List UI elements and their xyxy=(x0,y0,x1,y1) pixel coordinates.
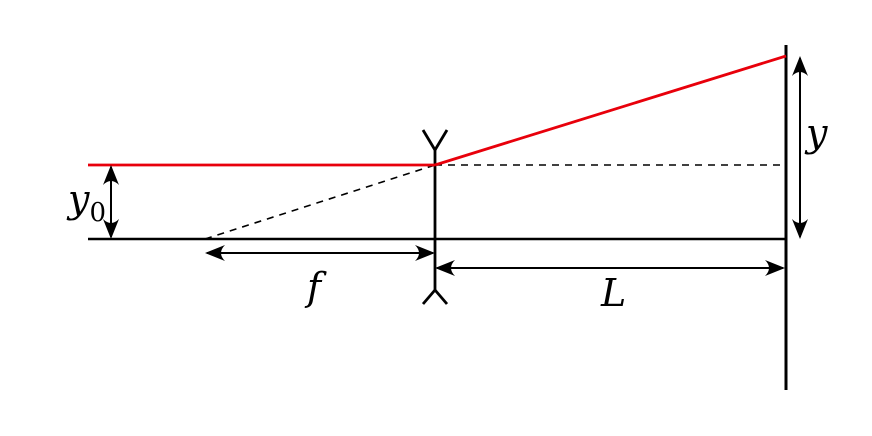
virtual-ray-extension xyxy=(204,164,436,240)
f-label: f xyxy=(304,265,327,309)
refracted-ray xyxy=(434,54,787,167)
y0-label-main: y xyxy=(66,177,90,221)
lens-top-left-tip xyxy=(421,129,437,151)
L-label: L xyxy=(600,271,626,315)
y0-label: y0 xyxy=(66,177,106,228)
lens-top-right-tip xyxy=(433,129,449,151)
y-label: y xyxy=(804,111,828,155)
diverging-lens xyxy=(421,129,449,305)
lens-bottom-left-tip xyxy=(421,289,437,305)
y0-label-sub: 0 xyxy=(89,198,106,228)
lens-bottom-right-tip xyxy=(433,289,449,305)
